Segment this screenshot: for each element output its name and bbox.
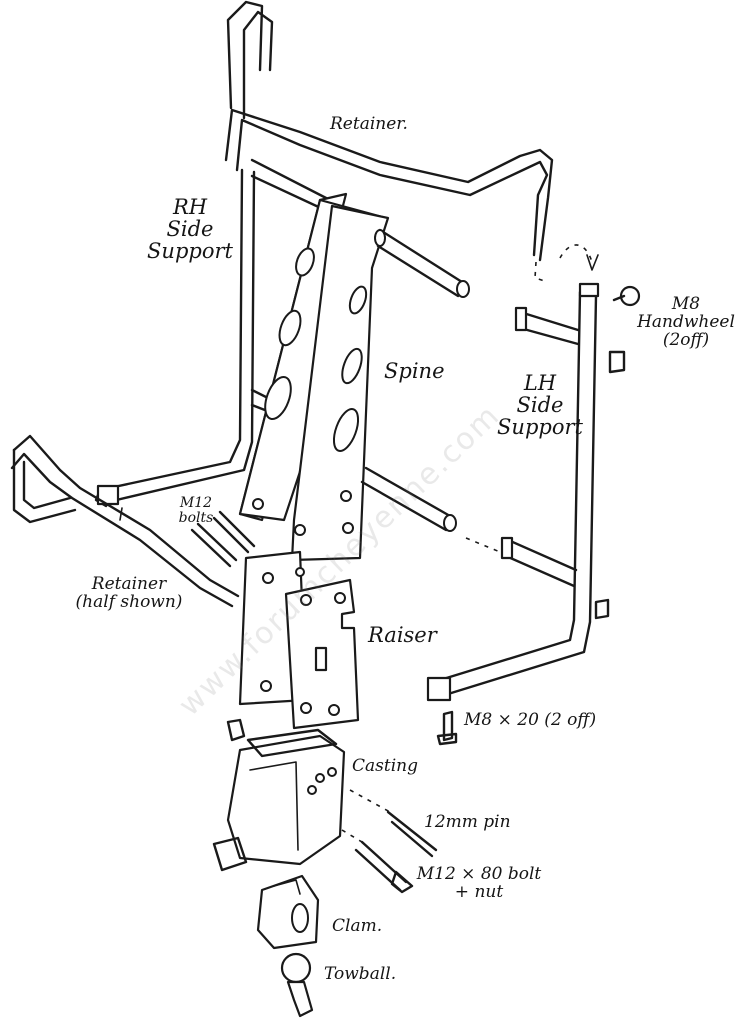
label-m8-line1: M8 — [671, 294, 701, 314]
label-m8x20: M8 × 20 (2 off) — [464, 710, 597, 730]
label-m8-handwheel: M8 Handwheel (2off) — [636, 294, 736, 350]
label-m12x80-line1: M12 × 80 bolt — [416, 864, 542, 884]
label-lh-side-support: LH Side Support — [488, 372, 592, 438]
label-retainer-half-line1: Retainer — [91, 574, 167, 594]
label-clam: Clam. — [332, 916, 383, 936]
label-m12-line1: M12 — [179, 495, 213, 511]
spine-part — [238, 192, 501, 562]
clam-part — [256, 874, 320, 950]
label-spine: Spine — [384, 359, 445, 383]
label-m12x80-line2: + nut — [454, 881, 504, 902]
label-m12x80: M12 × 80 bolt + nut — [414, 864, 544, 902]
label-lh-line3: Support — [497, 415, 583, 440]
label-retainer-top: Retainer. — [330, 114, 408, 134]
label-towball: Towball. — [324, 964, 397, 984]
lh-side-support-part — [426, 282, 641, 746]
label-retainer-half: Retainer (half shown) — [70, 574, 188, 612]
label-rh-line2: Side — [166, 217, 214, 242]
casting-part — [212, 718, 346, 872]
label-m8-line3: (2off) — [662, 329, 710, 350]
pin-and-bolt-part — [341, 789, 438, 894]
raiser-part — [238, 550, 360, 730]
label-rh-line3: Support — [147, 239, 233, 264]
retainer-top-part — [224, 0, 599, 283]
retainer-half-part — [10, 434, 240, 608]
label-retainer-half-line2: (half shown) — [75, 591, 183, 612]
label-casting: Casting — [352, 756, 418, 776]
rh-side-support-part — [94, 158, 332, 521]
label-rh-side-support: RH Side Support — [142, 196, 238, 262]
m12-bolts-part — [190, 510, 256, 568]
label-raiser: Raiser — [368, 623, 437, 647]
label-m12-line2: bolts — [178, 509, 214, 526]
label-rh-line1: RH — [172, 195, 208, 219]
label-pin: 12mm pin — [424, 812, 511, 832]
label-lh-line2: Side — [516, 393, 564, 418]
towball-part — [280, 952, 314, 1018]
label-m12-bolts: M12 bolts — [168, 496, 224, 525]
label-m8-line2: Handwheel — [637, 311, 735, 332]
label-lh-line1: LH — [523, 371, 557, 395]
